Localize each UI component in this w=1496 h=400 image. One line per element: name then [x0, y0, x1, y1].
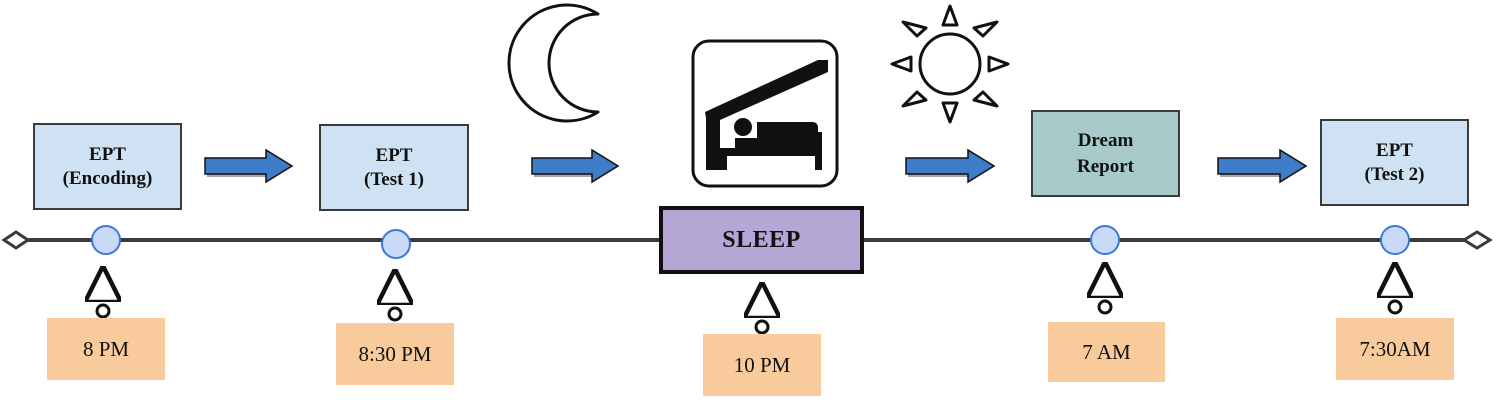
time-label-830pm: 8:30 PM [336, 323, 454, 385]
bed-shelter-icon [691, 39, 839, 188]
time-label-10pm: 10 PM [703, 334, 821, 396]
time-label-7am: 7 AM [1048, 322, 1165, 382]
pin-arrow-icon [389, 287, 401, 322]
timeline-node-7am [1090, 225, 1120, 255]
pin-arrow-icon [1099, 280, 1111, 315]
ept-encoding-title: EPT [89, 143, 126, 165]
timeline-node-730am [1380, 225, 1410, 255]
ept-test2-box: EPT (Test 2) [1320, 119, 1469, 206]
sleep-label: SLEEP [722, 226, 801, 253]
pin-arrows [97, 280, 1401, 335]
arrow-right-icon [905, 148, 996, 184]
dream-report-line1: Dream [1077, 129, 1134, 151]
timeline-node-8pm [91, 225, 121, 255]
time-label-730am: 7:30AM [1336, 318, 1454, 380]
ept-encoding-box: EPT (Encoding) [33, 123, 182, 210]
ept-test1-title: EPT [375, 144, 413, 166]
sleep-box: SLEEP [659, 206, 864, 274]
timeline-end-diamond [1461, 230, 1493, 250]
arrow-right-icon [531, 148, 620, 184]
pin-arrow-icon [1389, 280, 1401, 315]
pin-arrow-icon [97, 284, 109, 319]
ept-encoding-subtitle: (Encoding) [62, 167, 153, 189]
dream-report-line2: Report [1077, 155, 1134, 177]
timeline-start-diamond [1, 230, 31, 250]
timeline-nodes [91, 225, 1410, 259]
flow-arrows [204, 148, 1308, 184]
dream-report-box: Dream Report [1031, 110, 1180, 197]
pin-arrow-icon [756, 300, 768, 335]
arrow-right-icon [1217, 148, 1308, 184]
timeline-node-830pm [381, 229, 411, 259]
ept-test1-subtitle: (Test 1) [364, 168, 424, 190]
ept-test2-subtitle: (Test 2) [1364, 163, 1425, 185]
ept-test2-title: EPT [1376, 139, 1413, 161]
time-label-8pm: 8 PM [47, 318, 165, 380]
arrow-right-icon [204, 148, 294, 184]
moon-icon [507, 3, 600, 123]
ept-test1-box: EPT (Test 1) [319, 124, 469, 211]
sun-icon [890, 4, 1010, 124]
